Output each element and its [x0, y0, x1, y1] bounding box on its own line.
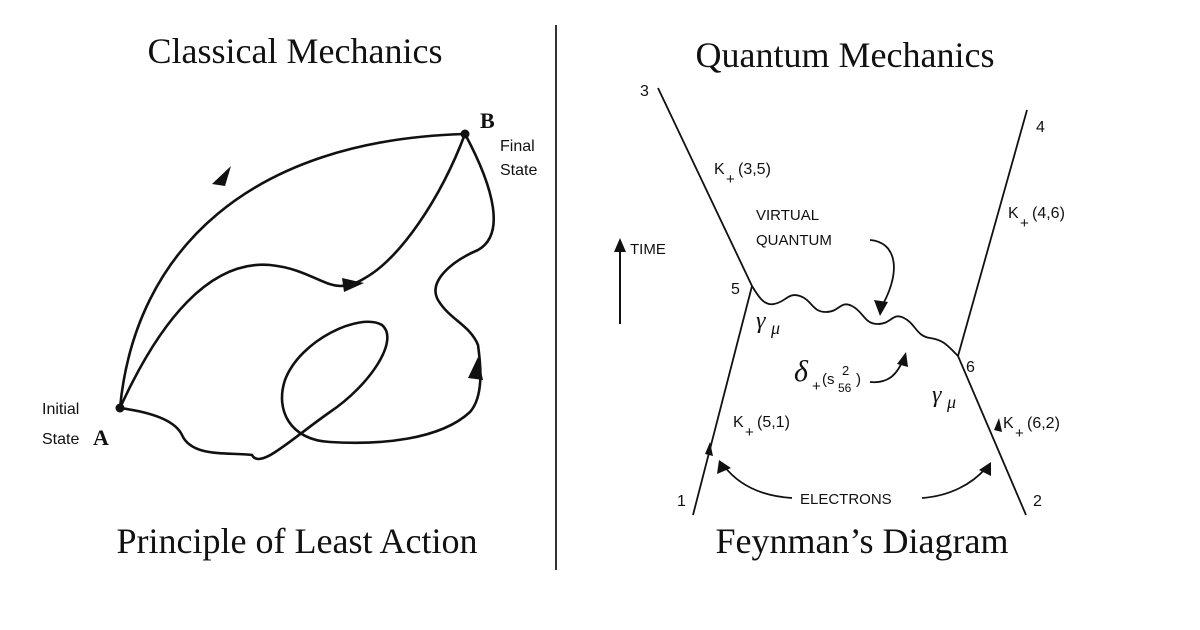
final-label: Final: [500, 138, 535, 155]
virtual-photon-wave: [751, 285, 959, 357]
svg-text:μ: μ: [770, 318, 780, 338]
least-action-subtitle: Principle of Least Action: [116, 521, 478, 561]
arrow-electron-1-icon: [705, 442, 713, 456]
path-middle-wave: [118, 133, 467, 409]
svg-text:(4,6): (4,6): [1032, 205, 1065, 222]
time-label: TIME: [630, 241, 666, 258]
initial-state-point: [115, 403, 125, 413]
electrons-left-pointer: [723, 465, 793, 499]
quantum-mechanics-title: Quantum Mechanics: [695, 35, 995, 75]
initial-label: Initial: [42, 401, 79, 418]
svg-text:+: +: [812, 378, 821, 395]
arrow-middle-icon: [342, 278, 364, 292]
point-b-letter: B: [480, 108, 495, 133]
svg-text:+: +: [726, 171, 735, 188]
arrow-lower-icon: [468, 357, 483, 380]
line-6-to-2: [957, 355, 1027, 516]
virtual-pointer-head-icon: [874, 300, 888, 316]
vertex-6: 6: [966, 359, 975, 376]
path-upper-arc: [118, 132, 466, 409]
vertex-2: 2: [1033, 493, 1042, 510]
delta-propagator: δ + (s 2 56 ): [794, 355, 861, 395]
svg-text:K: K: [733, 414, 744, 431]
quantum-label: QUANTUM: [756, 232, 832, 249]
delta-pointer-head-icon: [897, 352, 908, 367]
svg-text:K: K: [1003, 415, 1014, 432]
electron-lines: [657, 87, 1028, 516]
svg-text:K: K: [1008, 205, 1019, 222]
electrons-right-pointer: [921, 467, 987, 499]
electrons-right-head-icon: [979, 462, 991, 476]
svg-text:γ: γ: [756, 308, 766, 334]
propagator-k46: K + (4,6): [1008, 205, 1065, 232]
gamma-mu-left: γ μ: [756, 308, 780, 338]
svg-text:K: K: [714, 161, 725, 178]
final-state-label: State: [500, 162, 537, 179]
final-state-point: [460, 129, 470, 139]
propagator-k62: K + (6,2): [1003, 415, 1060, 442]
svg-text:(6,2): (6,2): [1027, 415, 1060, 432]
classical-mechanics-title: Classical Mechanics: [147, 31, 443, 71]
gamma-mu-right: γ μ: [932, 382, 956, 412]
point-a-letter: A: [93, 425, 109, 450]
time-arrowhead-icon: [614, 238, 626, 252]
path-lower-loop: [119, 133, 496, 461]
vertex-4: 4: [1036, 119, 1045, 136]
line-4-to-6: [957, 109, 1028, 357]
svg-text:+: +: [1015, 425, 1024, 442]
virtual-label: VIRTUAL: [756, 207, 819, 224]
svg-text:+: +: [745, 424, 754, 441]
classical-paths: [118, 132, 496, 461]
svg-text:(5,1): (5,1): [757, 414, 790, 431]
svg-text:): ): [856, 371, 861, 388]
svg-text:μ: μ: [946, 392, 956, 412]
svg-text:56: 56: [838, 381, 852, 395]
initial-state-label: State: [42, 431, 79, 448]
line-3-to-5: [657, 87, 753, 287]
svg-text:δ: δ: [794, 355, 809, 388]
electrons-label: ELECTRONS: [800, 491, 892, 508]
arrow-electron-2-icon: [994, 418, 1002, 432]
svg-text:γ: γ: [932, 382, 942, 408]
electrons-left-head-icon: [717, 460, 731, 474]
svg-text:+: +: [1020, 215, 1029, 232]
propagator-k35: K + (3,5): [714, 161, 771, 188]
svg-text:(3,5): (3,5): [738, 161, 771, 178]
vertex-5: 5: [731, 281, 740, 298]
svg-text:2: 2: [842, 363, 849, 378]
vertex-1: 1: [677, 493, 686, 510]
arrow-upper-icon: [212, 166, 231, 186]
feynman-diagram-subtitle: Feynman’s Diagram: [715, 521, 1009, 561]
virtual-pointer-arrow: [869, 239, 895, 307]
line-5-to-1: [692, 285, 753, 516]
svg-text:(s: (s: [822, 371, 835, 388]
propagator-k51: K + (5,1): [733, 414, 790, 441]
vertex-3: 3: [640, 83, 649, 100]
